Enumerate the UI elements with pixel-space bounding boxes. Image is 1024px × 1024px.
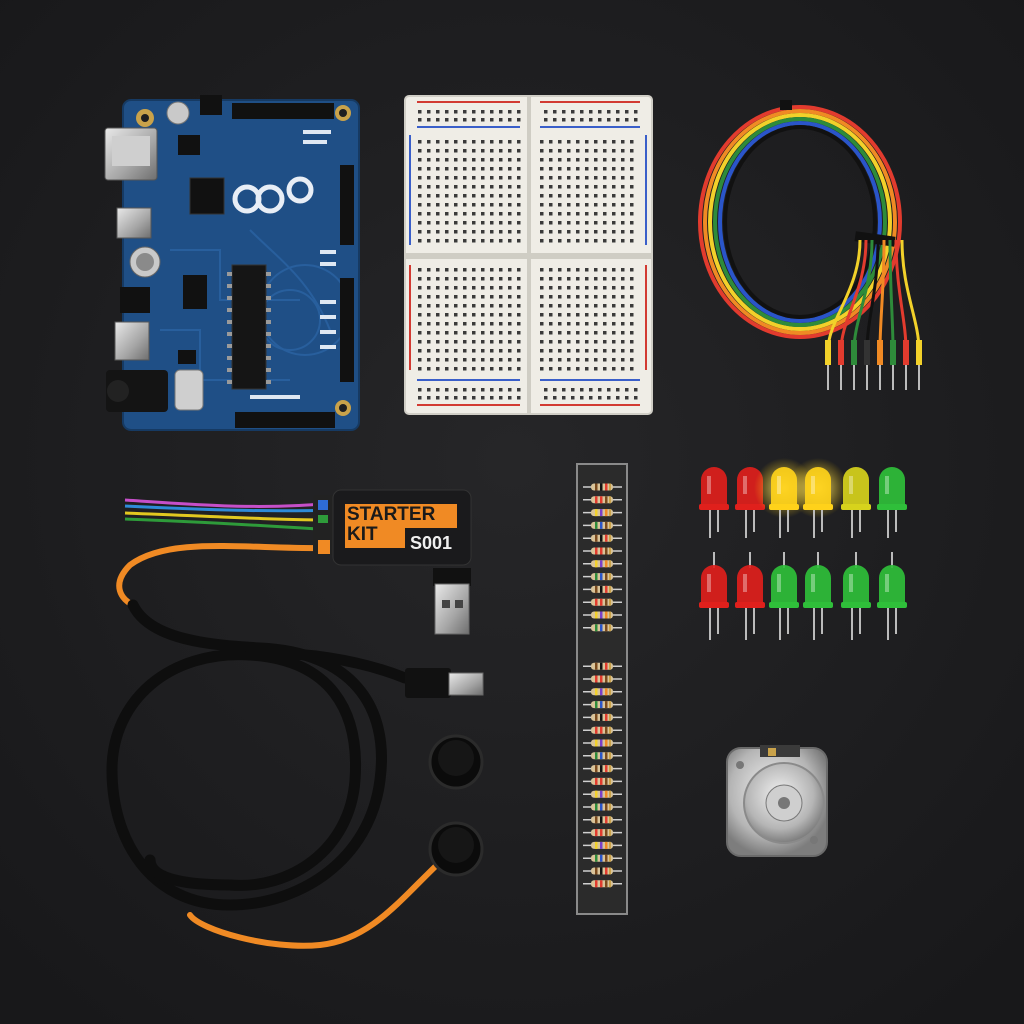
resistor-strip — [576, 463, 628, 915]
kit-title-label: STARTER KIT — [347, 504, 436, 545]
resistor — [583, 573, 622, 581]
resistor — [583, 867, 622, 875]
kit-label-band — [345, 504, 457, 528]
wire-lead — [838, 340, 844, 365]
resistor — [583, 585, 622, 593]
board-logo — [232, 176, 314, 214]
resistor — [583, 701, 622, 709]
header-bottom — [235, 412, 335, 428]
microcontroller-board — [104, 95, 360, 431]
wire-lead — [851, 340, 857, 365]
resistor — [583, 547, 622, 555]
resistor — [583, 803, 622, 811]
resistor — [583, 752, 622, 760]
header-right-2 — [340, 278, 354, 382]
header-top — [232, 103, 334, 119]
resistor — [583, 675, 622, 683]
led-set — [699, 458, 907, 640]
wire-loop — [708, 113, 892, 331]
solderless-breadboard — [404, 95, 653, 415]
led-red — [699, 467, 729, 538]
resistor — [583, 483, 622, 491]
resistor — [583, 829, 622, 837]
wire-lead — [877, 340, 883, 365]
dip-microcontroller — [231, 264, 267, 390]
resistor — [583, 854, 622, 862]
resistor — [583, 611, 622, 619]
resistor — [583, 509, 622, 517]
resistor — [583, 688, 622, 696]
power-jack — [106, 370, 168, 412]
wire-lead — [903, 340, 909, 365]
resistor — [583, 739, 622, 747]
resistor — [583, 713, 622, 721]
resistor — [583, 765, 622, 773]
wire-loop — [713, 117, 887, 327]
led-yellow-lit — [788, 458, 848, 538]
usb-adapter — [116, 489, 472, 635]
wire-lead — [890, 340, 896, 365]
led-green — [877, 552, 907, 640]
led-red — [699, 552, 729, 640]
led-yellow-green — [841, 467, 871, 538]
usb-cable — [106, 599, 484, 949]
led-green — [841, 552, 871, 640]
resistor — [583, 598, 622, 606]
led-green — [769, 552, 799, 640]
led-red — [735, 552, 765, 640]
wire-lead — [825, 340, 831, 365]
jumper-wire-bundle — [698, 100, 922, 390]
dc-motor — [726, 745, 828, 857]
resistor — [583, 662, 622, 670]
resistor — [583, 560, 622, 568]
resistor — [583, 841, 622, 849]
push-buttons — [428, 734, 484, 877]
header-right-1 — [340, 165, 354, 245]
led-green — [803, 552, 833, 640]
resistor — [583, 726, 622, 734]
usb-controller-chip — [189, 177, 225, 215]
wire-loop — [703, 109, 897, 335]
resistor — [583, 496, 622, 504]
wire-lead — [916, 340, 922, 365]
resistor — [583, 521, 622, 529]
breadboard-holes — [418, 110, 638, 400]
resistor — [583, 790, 622, 798]
resistor — [583, 880, 622, 888]
wire-loop — [718, 121, 882, 323]
wire-loop — [698, 105, 902, 339]
led-green — [877, 467, 907, 538]
resistor — [583, 816, 622, 824]
resistor — [583, 534, 622, 542]
resistor — [583, 624, 622, 632]
wire-loop — [723, 125, 877, 319]
wire-lead — [864, 340, 870, 365]
kit-code-label: S001 — [410, 533, 453, 553]
resistor — [583, 777, 622, 785]
